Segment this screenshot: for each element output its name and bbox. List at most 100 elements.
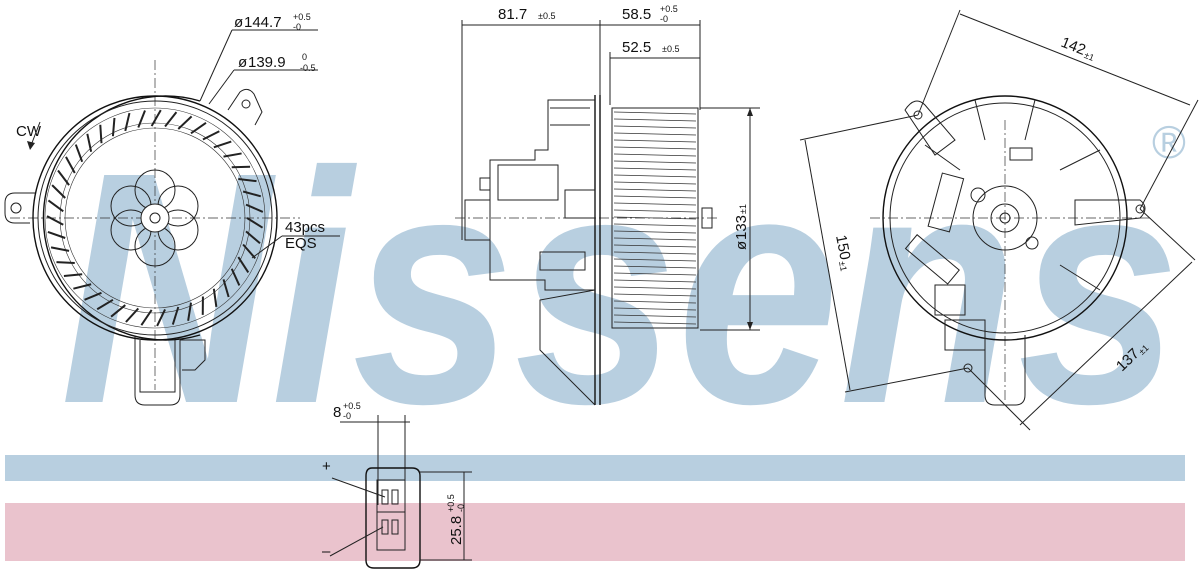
pin-width-tol-lower: -0 [343,411,351,421]
fin-line [613,258,697,262]
registered-mark: ® [1152,116,1186,168]
fin-line [613,146,697,150]
blade-line [164,111,178,128]
blade-line [56,261,75,265]
fin-line [613,195,697,199]
length-blade-tol: ±0.5 [662,44,679,54]
blade-line [238,177,257,183]
blade-line [150,109,162,127]
fin-line [613,300,697,304]
fin-line [613,125,697,129]
fin-line [613,181,697,185]
length-wheel-tol-upper: +0.5 [660,4,678,14]
blade-line [65,156,76,174]
fin-line [613,209,697,213]
blade-line [137,110,146,128]
fin-line [613,160,697,164]
outer-diameter-prefix: ø [234,14,243,31]
length-total-tol: ±0.5 [538,11,555,21]
blade-line [246,217,264,229]
blade-line [110,304,126,318]
fin-line [613,251,697,255]
wheel-diameter-value: 133 [733,215,750,240]
fin-line [613,132,697,136]
blade-line [86,133,93,152]
connector-view: 8 +0.5 -0 25.8 +0.5 -0 + – [322,401,472,569]
outer-diameter-tol-lower: -0 [293,22,301,32]
connector-height-tol-upper: +0.5 [446,494,456,512]
blade-line [47,199,64,213]
blade-line [140,309,153,326]
outer-diameter-tol-upper: +0.5 [293,12,311,22]
band-blue [5,455,1185,481]
front-view: CW ø 144.7 +0.5 -0 ø 139.9 0 -0.5 43pcs … [4,12,340,406]
fin-line [613,111,697,115]
fin-line [613,223,697,227]
blade-line [171,306,180,325]
inner-diameter-value: 139.9 [248,54,286,71]
blade-line [74,144,84,163]
pin-width-value: 8 [333,404,341,421]
wheel-diameter-prefix: ø [733,241,750,250]
fin-line [613,293,697,297]
blade-line [84,291,102,301]
minus-label: – [322,543,331,560]
blade-line [46,215,64,226]
blade-line [124,112,131,132]
blade-line [242,190,262,198]
blade-line [57,169,70,186]
fin-line [613,139,697,143]
fin-line [613,188,697,192]
length-blade-value: 52.5 [622,39,651,56]
outer-diameter-value: 144.7 [244,14,282,31]
side-view: 81.7 ±0.5 58.5 +0.5 -0 52.5 ±0.5 ø [455,4,760,406]
fin-line [613,286,697,290]
fin-line [613,118,697,122]
rear-height-value: 150 [832,234,853,262]
impeller-blades [46,109,264,327]
plus-label: + [322,458,331,475]
wheel-fins [613,111,697,325]
blade-line [213,140,232,149]
blade-line [177,115,193,130]
blade-line [47,230,66,239]
fin-line [613,230,697,234]
blade-line [96,298,114,311]
fin-line [613,314,697,318]
rear-height-tol: ±1 [837,260,849,272]
connector-height-value: 25.8 [448,516,465,545]
fin-line [613,167,697,171]
inner-diameter-prefix: ø [238,54,247,71]
fin-line [613,321,697,325]
blade-line [245,230,261,245]
inner-diameter-tol-lower: -0.5 [300,63,316,73]
wheel-diameter-tol: ±1 [738,204,748,214]
blade-line [242,243,256,259]
fin-line [613,279,697,283]
blade-line [51,184,66,199]
hub [110,169,199,267]
fin-line [613,244,697,248]
pin-width-tol-upper: +0.5 [343,401,361,411]
band-pink [5,503,1185,561]
rotation-label: CW [16,123,42,140]
fin-line [613,153,697,157]
blade-line [156,309,166,327]
blade-line [50,246,70,252]
blade-line [73,283,92,290]
blade-line [245,203,264,213]
connector-height-tol-lower: -0 [456,504,466,512]
blade-count: 43pcs [285,219,325,236]
blade-line [111,117,116,137]
fin-line [613,202,697,206]
fin-line [613,237,697,241]
fin-line [613,216,697,220]
blade-line [99,124,103,144]
inner-diameter-tol-upper: 0 [302,52,307,62]
rear-width-tol: ±1 [1083,50,1096,63]
blade-line [212,288,218,308]
blade-line [63,273,83,278]
fin-line [613,272,697,276]
blade-spacing: EQS [285,235,317,252]
